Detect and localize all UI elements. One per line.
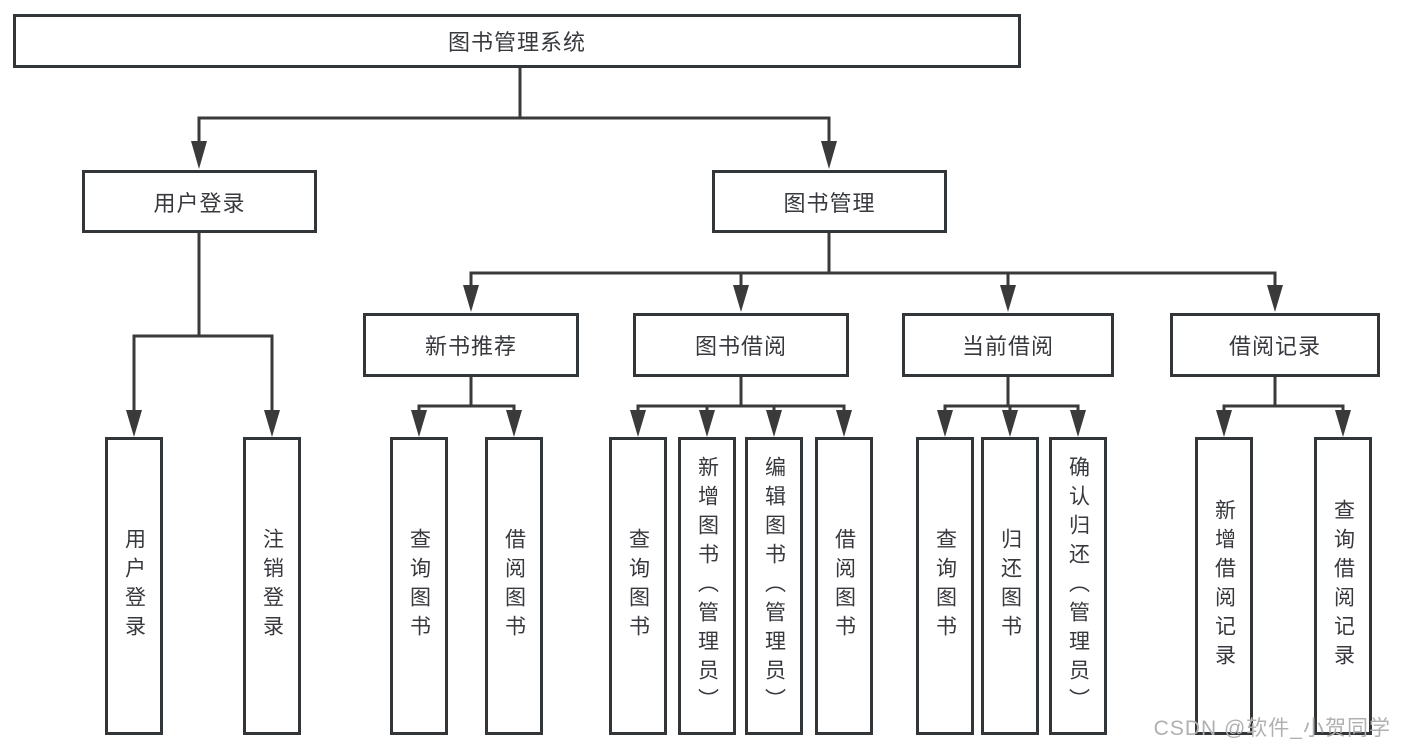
leaf-logout-label: 注销登录 [260, 528, 284, 644]
leaf-query-borrow-record-label: 查询借阅记录 [1331, 499, 1355, 673]
arrow-down-icon [506, 410, 522, 437]
leaf-recommend-borrow-books-label: 借阅图书 [502, 528, 526, 644]
node-current-borrowing: 当前借阅 [902, 313, 1114, 377]
leaf-borrowing-borrow-books-label: 借阅图书 [832, 528, 856, 644]
node-user-login-label: 用户登录 [153, 190, 246, 216]
node-book-borrowing-label: 图书借阅 [694, 334, 787, 359]
arrow-down-icon [1216, 410, 1232, 437]
node-book-management-label: 图书管理 [783, 190, 876, 216]
node-root-system-label: 图书管理系统 [447, 30, 586, 55]
node-borrowing-records-label: 借阅记录 [1228, 334, 1321, 359]
node-book-management: 图书管理 [712, 170, 947, 233]
leaf-edit-book-admin: 编辑图书（管理员） [745, 437, 803, 735]
leaf-add-book-admin-label: 新增图书（管理员） [695, 455, 719, 717]
leaf-user-login-label: 用户登录 [122, 528, 146, 644]
arrow-down-icon [264, 410, 280, 437]
arrow-down-icon [821, 141, 837, 169]
leaf-edit-book-admin-label: 编辑图书（管理员） [762, 455, 786, 717]
node-current-borrowing-label: 当前借阅 [961, 334, 1054, 359]
node-user-login: 用户登录 [82, 170, 317, 233]
leaf-return-book: 归还图书 [981, 437, 1039, 735]
arrow-down-icon [836, 410, 852, 437]
arrow-down-icon [191, 141, 207, 169]
leaf-borrowing-query-books-label: 查询图书 [626, 528, 650, 644]
leaf-add-book-admin: 新增图书（管理员） [678, 437, 736, 735]
node-new-book-recommend: 新书推荐 [363, 313, 579, 377]
leaf-logout: 注销登录 [243, 437, 301, 735]
leaf-return-book-label: 归还图书 [998, 528, 1022, 644]
leaf-recommend-query-books: 查询图书 [390, 437, 448, 735]
node-root-system: 图书管理系统 [13, 14, 1021, 68]
arrow-down-icon [1335, 410, 1351, 437]
leaf-confirm-return-admin-label: 确认归还（管理员） [1066, 455, 1090, 717]
arrow-down-icon [463, 285, 479, 312]
leaf-borrowing-borrow-books: 借阅图书 [815, 437, 873, 735]
leaf-add-borrow-record-label: 新增借阅记录 [1212, 499, 1236, 673]
arrow-down-icon [1267, 285, 1283, 312]
arrow-down-icon [630, 410, 646, 437]
arrow-down-icon [937, 410, 953, 437]
arrow-down-icon [1070, 410, 1086, 437]
leaf-borrowing-query-books: 查询图书 [609, 437, 667, 735]
leaf-add-borrow-record: 新增借阅记录 [1195, 437, 1253, 735]
node-borrowing-records: 借阅记录 [1170, 313, 1380, 377]
leaf-current-query-books: 查询图书 [916, 437, 974, 735]
leaf-query-borrow-record: 查询借阅记录 [1314, 437, 1372, 735]
leaf-recommend-query-books-label: 查询图书 [407, 528, 431, 644]
arrow-down-icon [126, 410, 142, 437]
leaf-user-login: 用户登录 [105, 437, 163, 735]
leaf-recommend-borrow-books: 借阅图书 [485, 437, 543, 735]
node-new-book-recommend-label: 新书推荐 [424, 334, 517, 359]
arrow-down-icon [1002, 410, 1018, 437]
arrow-down-icon [733, 285, 749, 312]
arrow-down-icon [766, 410, 782, 437]
leaf-confirm-return-admin: 确认归还（管理员） [1049, 437, 1107, 735]
arrow-down-icon [1000, 285, 1016, 312]
node-book-borrowing: 图书借阅 [633, 313, 849, 377]
arrow-down-icon [411, 410, 427, 437]
arrow-down-icon [699, 410, 715, 437]
leaf-current-query-books-label: 查询图书 [933, 528, 957, 644]
